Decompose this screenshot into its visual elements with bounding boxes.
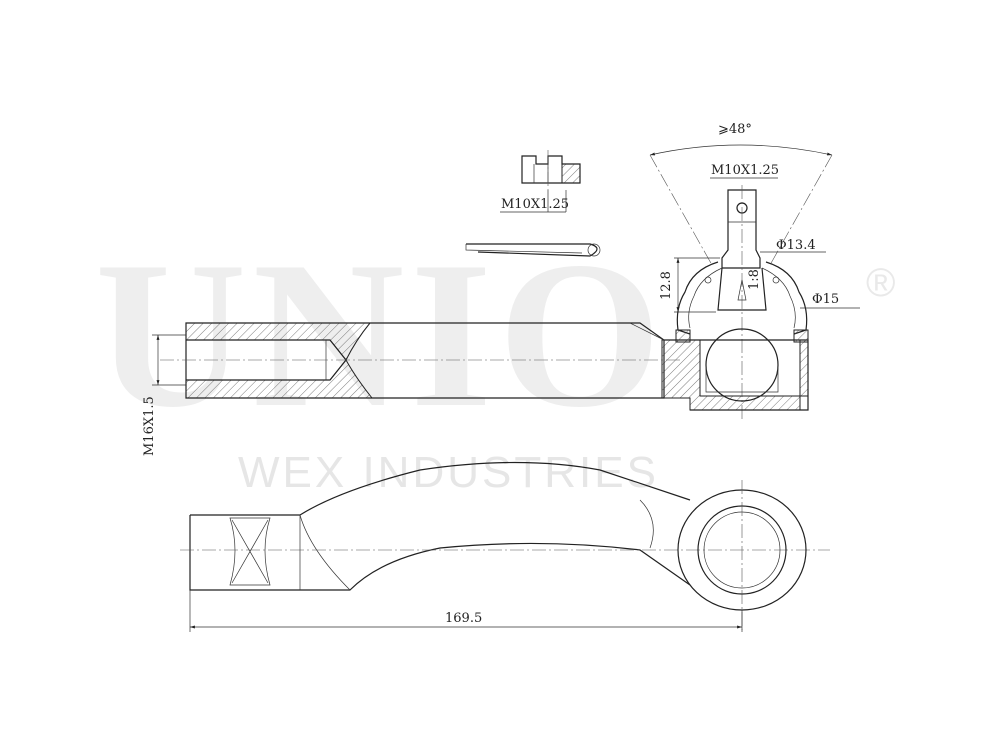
pin-height-label: 12.8 xyxy=(659,271,674,300)
dust-boot: Φ15 xyxy=(676,261,860,335)
watermark-registered-mark: ® xyxy=(866,261,895,305)
shank-thread-label: M16X1.5 xyxy=(142,396,157,456)
pin-thread-label: M10X1.25 xyxy=(711,163,779,178)
pin-height-dimension: 12.8 xyxy=(659,257,720,313)
cotter-pin xyxy=(465,243,601,257)
tie-rod-shaft-section xyxy=(160,322,680,399)
overall-length-dimension: 169.5 xyxy=(189,590,743,632)
overall-length-label: 169.5 xyxy=(445,611,482,626)
ball-diameter-label: Φ15 xyxy=(812,292,839,307)
socket-housing xyxy=(661,328,809,411)
angle-label: ⩾48° xyxy=(718,122,752,137)
castle-nut: M10X1.25 xyxy=(500,150,581,213)
taper-label: 1:8 xyxy=(747,269,762,290)
nut-thread-label: M10X1.25 xyxy=(501,197,569,212)
shank-thread-dimension: M16X1.5 xyxy=(142,334,186,456)
pin-diameter-label: Φ13.4 xyxy=(776,238,816,253)
watermark-company: WEX INDUSTRIES xyxy=(238,448,659,497)
angle-dimension: ⩾48° xyxy=(649,122,833,266)
watermark: UNIO ® WEX INDUSTRIES xyxy=(95,219,895,497)
ball-stud: M10X1.25 Φ13.4 1:8 xyxy=(710,163,826,420)
